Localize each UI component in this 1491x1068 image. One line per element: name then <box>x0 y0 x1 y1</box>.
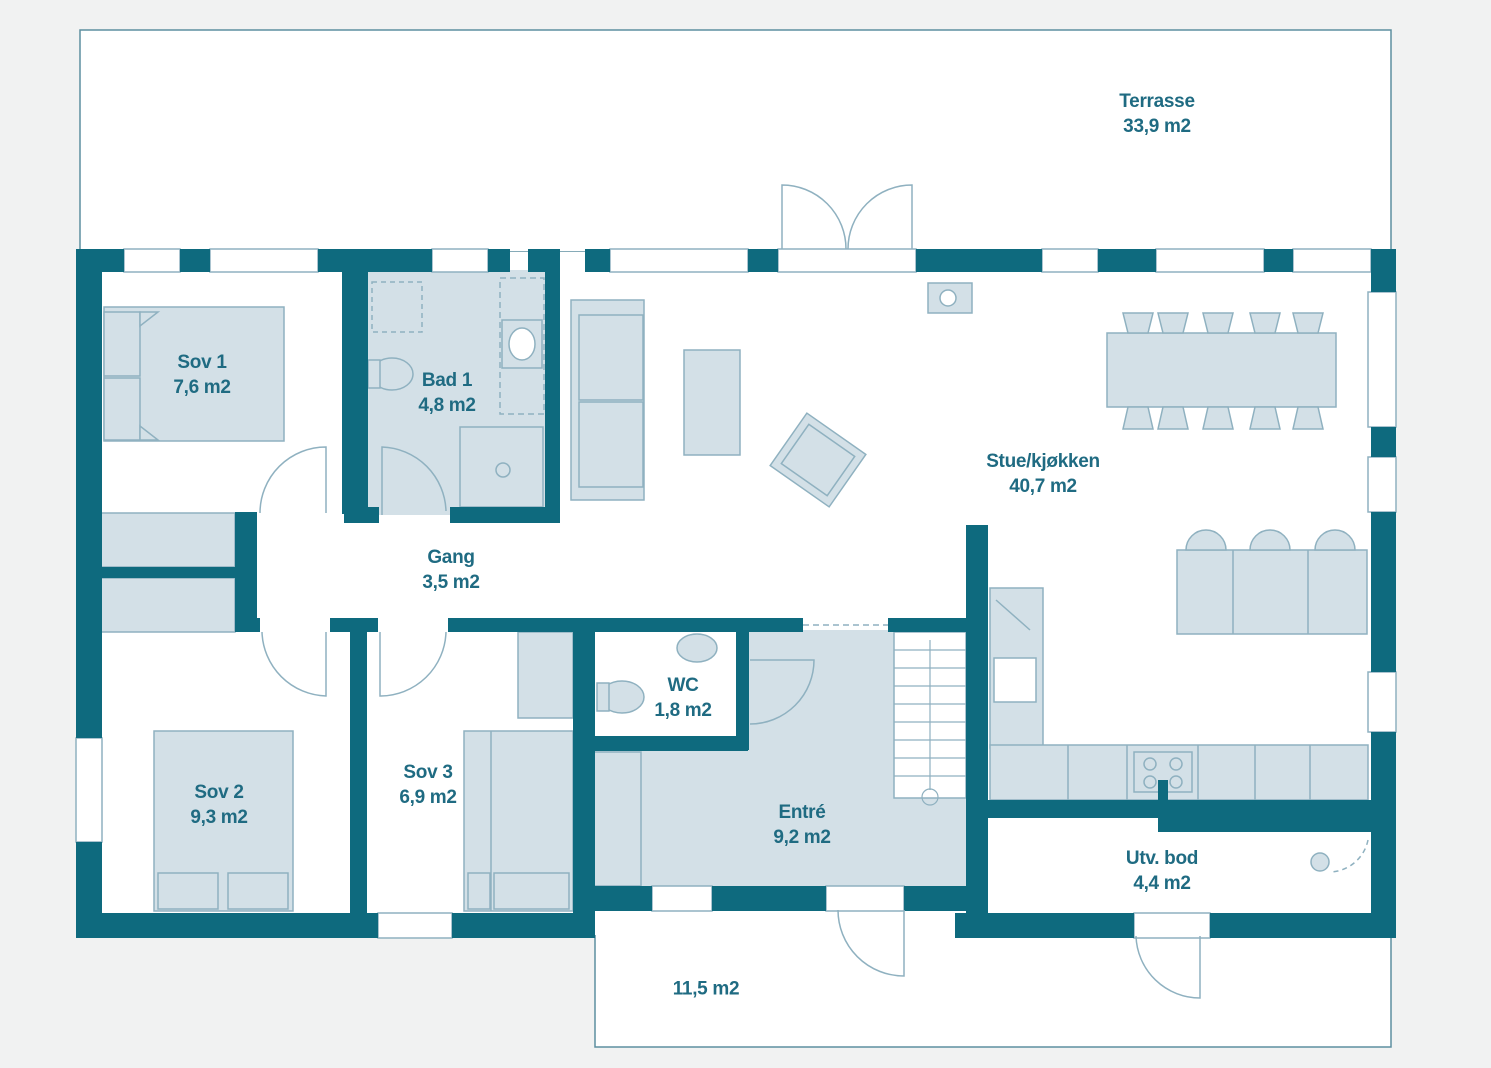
room-label-wc: WC 1,8 m2 <box>654 673 712 723</box>
room-label-sov1: Sov 1 7,6 m2 <box>173 350 231 400</box>
washer <box>371 281 423 333</box>
room-area: 3,5 m2 <box>422 572 480 593</box>
terrace-area <box>79 29 1392 253</box>
coffee-table <box>683 349 741 456</box>
bar-stool-3 <box>1314 529 1356 551</box>
room-label-gang: Gang 3,5 m2 <box>422 545 480 595</box>
room-label-entre: Entré 9,2 m2 <box>773 800 831 850</box>
room-name: Terrasse <box>1119 91 1195 112</box>
room-name: Sov 2 <box>194 782 244 803</box>
walls <box>76 249 1396 938</box>
door-wc <box>749 659 815 725</box>
room-name: Bad 1 <box>421 370 473 391</box>
kitchen-island <box>1176 549 1368 635</box>
room-area: 7,6 m2 <box>173 377 231 398</box>
room-label-porch: 11,5 m2 <box>673 977 740 1002</box>
terrace-door-left <box>781 184 847 250</box>
hall-floor <box>245 525 558 620</box>
room-name: Sov 1 <box>177 352 227 373</box>
room-name: Utv. bod <box>1125 848 1199 869</box>
room-area: 11,5 m2 <box>672 978 740 1000</box>
terrace-door-right <box>847 184 913 250</box>
room-name: Stue/kjøkken <box>986 451 1100 472</box>
room-area: 4,8 m2 <box>418 395 476 416</box>
kitchen-counter <box>989 744 1369 801</box>
dining-table <box>1106 332 1337 408</box>
bod-door <box>1135 935 1201 999</box>
room-name: WC <box>667 675 699 696</box>
door-sov1 <box>259 446 327 514</box>
room-area: 33,9 m2 <box>1123 116 1191 137</box>
room-area: 1,8 m2 <box>654 700 712 721</box>
room-label-sov2: Sov 2 9,3 m2 <box>190 780 248 830</box>
room-name: Sov 3 <box>403 762 453 783</box>
door-bad1 <box>381 446 447 515</box>
room-area: 4,4 m2 <box>1133 873 1191 894</box>
bar-stool-2 <box>1249 529 1291 551</box>
water-heater <box>1310 852 1330 872</box>
bod-side-door <box>1329 839 1369 873</box>
room-label-bod: Utv. bod 4,4 m2 <box>1126 846 1198 896</box>
room-area: 6,9 m2 <box>399 787 457 808</box>
room-area: 9,3 m2 <box>190 807 248 828</box>
room-label-bad1: Bad 1 4,8 m2 <box>418 368 476 418</box>
room-label-terrasse: Terrasse 33,9 m2 <box>1119 89 1195 139</box>
door-sov2 <box>261 631 327 697</box>
room-label-stue: Stue/kjøkken 40,7 m2 <box>986 449 1100 499</box>
wardrobe-sov1 <box>99 512 236 568</box>
wardrobe-sov3 <box>517 631 574 719</box>
front-door <box>837 909 905 977</box>
furniture <box>99 277 1369 912</box>
wc-sink <box>676 633 718 663</box>
room-area: 40,7 m2 <box>1009 476 1077 497</box>
room-label-sov3: Sov 3 6,9 m2 <box>399 760 457 810</box>
door-sov3 <box>379 631 447 697</box>
room-area: 9,2 m2 <box>773 827 831 848</box>
vanity <box>499 277 545 415</box>
bar-stool-1 <box>1185 529 1227 551</box>
dining-chairs <box>1122 312 1324 430</box>
room-name: Entré <box>778 802 826 823</box>
room-name: Gang <box>427 547 475 568</box>
wardrobe-sov2 <box>99 577 236 633</box>
shower <box>459 426 544 508</box>
doors <box>259 184 1369 999</box>
